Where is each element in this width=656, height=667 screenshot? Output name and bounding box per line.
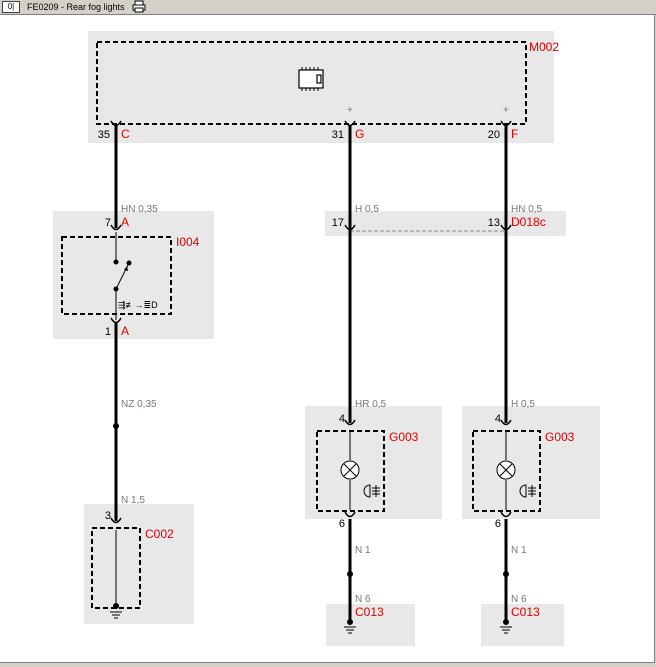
c013-left-label[interactable]: C013 <box>355 605 384 619</box>
pin-number-4-right: 4 <box>495 413 501 425</box>
ground-icon <box>110 603 122 619</box>
pin-number-3: 3 <box>105 510 111 522</box>
wire-label: N 1,5 <box>121 495 145 506</box>
connector-cup-g003r-4 <box>500 419 512 426</box>
wire-label: HR 0,5 <box>355 399 387 410</box>
d018c-label[interactable]: D018c <box>511 215 546 229</box>
c013-left-block-bg <box>326 604 415 646</box>
wire-label: N 6 <box>511 594 527 605</box>
pin-letter-c: C <box>121 127 130 141</box>
c013-right-block-bg <box>481 604 564 646</box>
pin-letter-a-top: A <box>121 215 129 229</box>
connector-cup-m002-20 <box>500 120 512 127</box>
svg-text:⇶≢→≣D: ⇶≢→≣D <box>118 300 158 310</box>
pin-number-7: 7 <box>105 217 111 229</box>
connector-cups <box>110 120 512 524</box>
i004-block-bg <box>53 211 214 339</box>
junction-dot <box>503 571 509 577</box>
junction-dot <box>347 571 353 577</box>
connector-cup-g003l-6 <box>344 511 356 518</box>
m002-outline <box>96 41 527 125</box>
pin-letter-a-bottom: A <box>121 324 129 338</box>
g003-left-label[interactable]: G003 <box>389 430 419 444</box>
g003-right-label[interactable]: G003 <box>545 430 575 444</box>
pin-number-13: 13 <box>488 217 500 229</box>
pin-number-35: 35 <box>98 129 110 141</box>
d018c-block-bg <box>325 211 566 236</box>
ground-icon <box>344 619 356 634</box>
pin-letter-g: G <box>355 127 364 141</box>
wiring-diagram: ⇶≢→≣D M002 <box>53 31 600 646</box>
wire-label: N 1 <box>355 545 371 556</box>
connector-cup-g003l-4 <box>344 419 356 426</box>
connector-cup-m002-35 <box>110 120 122 127</box>
ground-icon <box>500 619 512 634</box>
pin-letter-f: F <box>511 127 518 141</box>
panel-toggle-button[interactable]: 0| <box>2 1 20 13</box>
plus-marker: + <box>503 105 509 116</box>
wire-label: HN 0,35 <box>121 204 158 215</box>
ground-symbols <box>110 603 512 634</box>
wire-label: N 1 <box>511 545 527 556</box>
wire-label: H 0,5 <box>355 204 379 215</box>
plus-marker: + <box>347 105 353 116</box>
wire-label: HN 0,5 <box>511 204 543 215</box>
wiring-diagram-canvas: ⇶≢→≣D M002 <box>0 15 655 663</box>
connector-cup-c002-3 <box>110 517 122 524</box>
connector-cup-d018c-17 <box>344 224 356 231</box>
g003-left-block-bg <box>305 406 442 519</box>
rear-fog-switch-icon: ⇶≢→≣D <box>113 232 158 320</box>
pin-number-17: 17 <box>332 217 344 229</box>
pin-number-4-left: 4 <box>339 413 345 425</box>
rear-fog-lamp-icon <box>340 460 380 498</box>
connector-cup-d018c-13 <box>500 224 512 231</box>
wire-label: NZ 0,35 <box>121 399 157 410</box>
m002-label[interactable]: M002 <box>529 40 559 54</box>
window-title: FE0209 - Rear fog lights <box>27 2 125 12</box>
rear-fog-lamp-icon <box>496 460 536 498</box>
pin-number-1: 1 <box>105 326 111 338</box>
wire-label: H 0,5 <box>511 399 535 410</box>
connector-cup-i004-1 <box>110 317 122 324</box>
c013-right-label[interactable]: C013 <box>511 605 540 619</box>
ecu-chip-icon <box>298 67 324 91</box>
g003-right-outline <box>472 430 541 512</box>
printer-icon[interactable] <box>132 0 146 13</box>
window-title-bar: 0| FE0209 - Rear fog lights <box>0 0 656 15</box>
g003-left-outline <box>316 430 385 512</box>
junction-dot <box>113 423 119 429</box>
connector-cup-g003r-6 <box>500 511 512 518</box>
junction-dots <box>113 423 509 577</box>
pin-number-31: 31 <box>332 129 344 141</box>
wire-label: N 6 <box>355 594 371 605</box>
c002-label[interactable]: C002 <box>145 527 174 541</box>
pin-number-6-left: 6 <box>339 518 345 530</box>
wires <box>114 126 508 622</box>
i004-label[interactable]: I004 <box>176 235 200 249</box>
connector-cup-m002-31 <box>344 120 356 127</box>
pin-number-6-right: 6 <box>495 518 501 530</box>
pin-number-20: 20 <box>488 129 500 141</box>
g003-right-block-bg <box>462 406 600 519</box>
connector-cup-i004-7 <box>110 224 122 231</box>
